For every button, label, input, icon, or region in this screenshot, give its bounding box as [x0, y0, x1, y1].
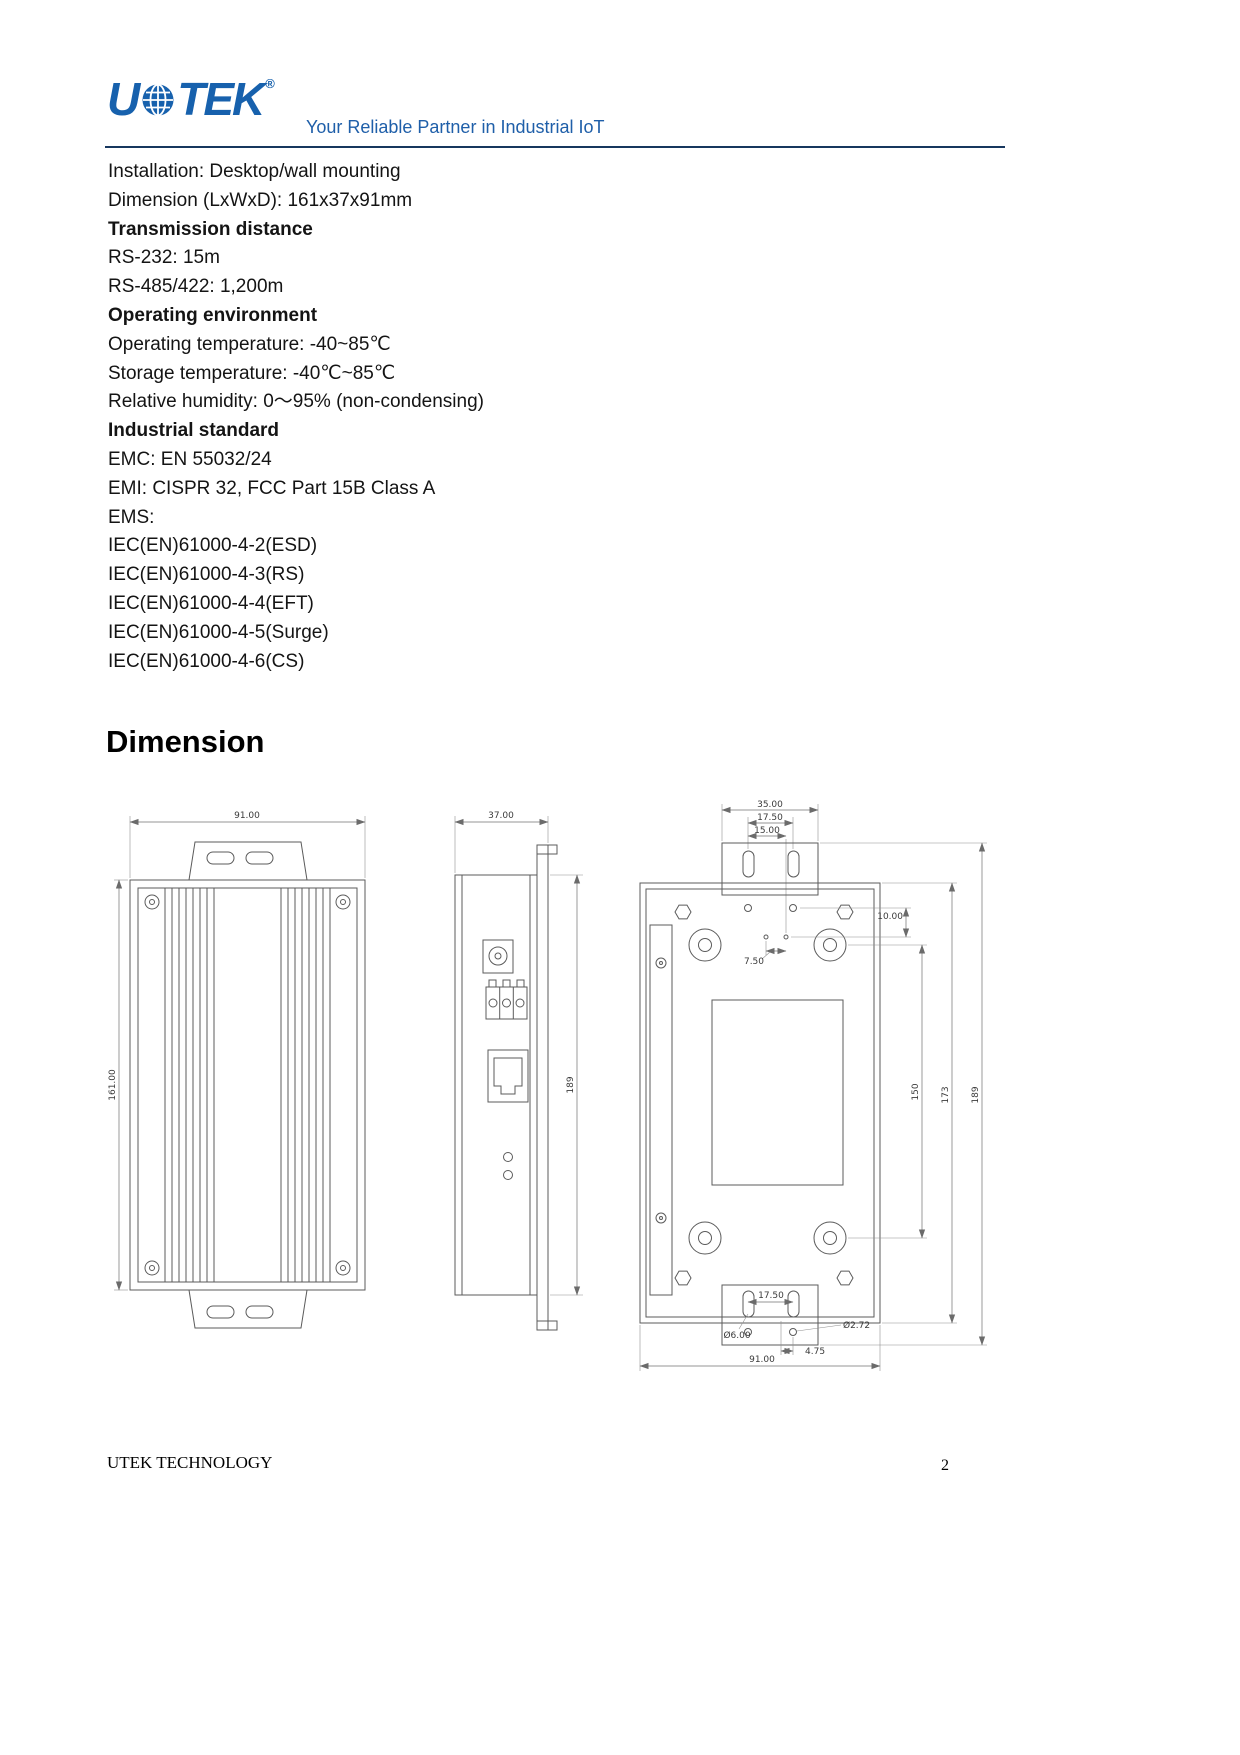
side-mount-plate — [536, 844, 549, 1331]
front-width-dim: 91.00 — [234, 811, 260, 821]
section-title-dimension: Dimension — [106, 724, 265, 759]
back-view: 35.00 17.50 15.00 — [639, 800, 987, 1371]
side-body — [454, 874, 538, 1296]
spec-heading: Operating environment — [108, 304, 318, 326]
spec-line: EMI: CISPR 32, FCC Part 15B Class A — [108, 477, 436, 499]
label-plate — [711, 999, 844, 1186]
registered-mark: ® — [265, 76, 275, 91]
front-bottom-mount-tab — [188, 1289, 308, 1329]
front-view: 91.00 161.00 — [108, 811, 366, 1329]
header-divider — [105, 146, 1005, 148]
back-width-dim: 91.00 — [749, 1355, 775, 1365]
spec-line: EMS: — [108, 506, 155, 528]
spec-line: RS-485/422: 1,200m — [108, 276, 284, 298]
front-height-dim: 161.00 — [108, 1069, 118, 1101]
logo-text-u: U — [107, 73, 140, 125]
footer-company: UTEK TECHNOLOGY — [107, 1453, 273, 1472]
hole-diameter-dim: Ø2.72 — [843, 1320, 870, 1331]
back-body-height-dim: 173 — [941, 1086, 951, 1103]
spec-line: EMC: EN 55032/24 — [108, 448, 272, 470]
spec-list: Installation: Desktop/wall mounting Dime… — [108, 158, 484, 676]
side-view: 37.00 — [454, 811, 583, 1331]
spec-line: IEC(EN)61000-4-6(CS) — [108, 650, 305, 672]
back-body — [639, 882, 881, 1324]
back-total-height-dim: 189 — [971, 1086, 981, 1103]
globe-icon — [142, 83, 174, 117]
side-height-dim: 189 — [566, 1076, 576, 1093]
power-jack — [482, 939, 514, 974]
tagline: Your Reliable Partner in Industrial IoT — [306, 117, 605, 137]
spec-heading: Transmission distance — [108, 218, 313, 240]
spec-line: RS-232: 15m — [108, 247, 220, 269]
back-bracket-width-dim: 35.00 — [757, 800, 783, 810]
spec-line: Relative humidity: 0～95% (non-condensing… — [108, 391, 484, 413]
spec-line: Operating temperature: -40~85℃ — [108, 333, 391, 355]
utek-logo: U TEK ® — [107, 76, 275, 122]
back-hole-spacing-dim: 7.50 — [744, 957, 764, 967]
page-number: 2 — [941, 1457, 949, 1474]
led-indicators — [503, 1152, 513, 1180]
rj45-port — [487, 1049, 529, 1103]
logo-text-tek: TEK — [177, 73, 265, 125]
back-hole-offset-dim: 10.00 — [877, 912, 903, 922]
spec-line: Installation: Desktop/wall mounting — [108, 161, 401, 182]
spec-line: IEC(EN)61000-4-5(Surge) — [108, 621, 329, 643]
back-top-bracket — [721, 842, 819, 896]
spec-line: Storage temperature: -40℃~85℃ — [108, 362, 396, 384]
back-slot-to-hole-dim: 15.00 — [754, 826, 780, 836]
front-corner-screws — [144, 894, 351, 1276]
spec-line: IEC(EN)61000-4-4(EFT) — [108, 592, 314, 614]
spec-line: Dimension (LxWxD): 161x37x91mm — [108, 189, 413, 211]
back-slot-spacing-dim: 17.50 — [757, 813, 783, 823]
spec-line: IEC(EN)61000-4-3(RS) — [108, 564, 305, 586]
back-bottom-slot-spacing-dim: 17.50 — [758, 1291, 784, 1301]
back-mount-height-dim: 150 — [911, 1083, 921, 1100]
terminal-block — [485, 979, 528, 1020]
front-body — [129, 879, 366, 1291]
spec-line: IEC(EN)61000-4-2(ESD) — [108, 535, 318, 557]
front-top-mount-tab — [188, 841, 308, 881]
heatsink-fins-right — [280, 888, 331, 1282]
slot-diameter-dim: Ø6.00 — [723, 1330, 750, 1341]
spec-heading: Industrial standard — [108, 420, 280, 442]
back-bottom-bracket — [721, 1284, 819, 1346]
mount-grommets — [688, 928, 847, 1255]
heatsink-fins-left — [164, 888, 215, 1282]
side-depth-dim: 37.00 — [488, 811, 514, 821]
dimension-drawings: 91.00 161.00 — [108, 800, 987, 1371]
back-bottom-offset-dim: 4.75 — [805, 1347, 825, 1357]
